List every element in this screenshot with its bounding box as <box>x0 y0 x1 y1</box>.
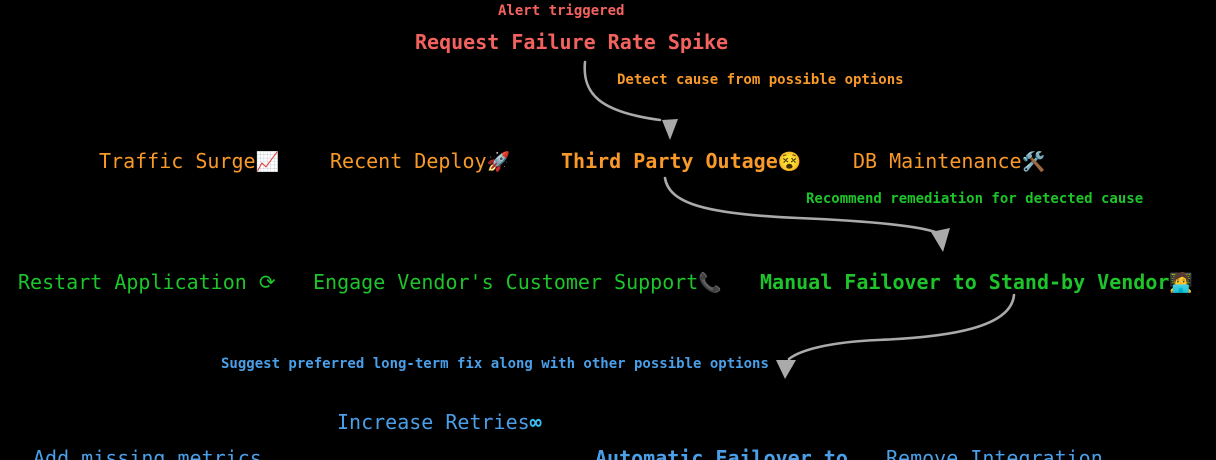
remediation-label: Engage Vendor's Customer Support <box>313 270 699 294</box>
cause-recent-deploy[interactable]: Recent Deploy🚀 <box>330 149 510 174</box>
cause-label: DB Maintenance <box>853 149 1022 173</box>
cause-db-maintenance[interactable]: DB Maintenance🛠️ <box>853 149 1045 174</box>
cause-label: Traffic Surge <box>99 149 256 173</box>
chart-increasing-icon: 📈 <box>255 151 280 173</box>
remediation-engage-vendor-support[interactable]: Engage Vendor's Customer Support📞 <box>313 270 722 295</box>
fix-line: Add missing metrics <box>33 446 262 460</box>
fix-remove-integration[interactable]: Remove Integration from Critical Path❌ <box>886 398 1126 460</box>
fix-add-missing-metrics[interactable]: Add missing metrics to capture failures📊 <box>33 398 285 460</box>
cause-third-party-outage-selected[interactable]: Third Party Outage😵 <box>561 149 801 174</box>
fix-line: Increase Retries <box>337 410 530 434</box>
arrow-alert-to-cause <box>583 60 662 122</box>
arrow-remediation-to-fix <box>787 293 1016 361</box>
edge-label-suggest-long-term-fix: Suggest preferred long-term fix along wi… <box>221 356 769 372</box>
fix-increase-retries[interactable]: Increase Retries∞ <box>337 410 542 434</box>
alert-title[interactable]: Request Failure Rate Spike <box>415 30 729 54</box>
alert-triggered-tag: Alert triggered <box>498 3 625 19</box>
remediation-restart-application[interactable]: Restart Application ⟳ <box>18 270 276 294</box>
remediation-label: Restart Application ⟳ <box>18 270 276 294</box>
fix-line: Remove Integration <box>886 446 1103 460</box>
dizzy-face-icon: 😵 <box>777 151 802 173</box>
edge-label-recommend-remediation: Recommend remediation for detected cause <box>806 191 1144 207</box>
remediation-manual-failover-selected[interactable]: Manual Failover to Stand-by Vendor🧑‍💻 <box>760 270 1193 295</box>
arrowhead-remediation-to-fix <box>776 360 796 379</box>
hammer-wrench-icon: 🛠️ <box>1021 151 1046 173</box>
infinity-icon: ∞ <box>529 410 542 434</box>
fix-line: Automatic Failover to <box>595 446 848 460</box>
rocket-icon: 🚀 <box>486 151 511 173</box>
technologist-icon: 🧑‍💻 <box>1169 272 1194 294</box>
cause-traffic-surge[interactable]: Traffic Surge📈 <box>99 149 279 174</box>
fix-automatic-failover-selected[interactable]: Automatic Failover to Stand-by Vendor🤖 <box>595 398 848 460</box>
arrowhead-alert-to-cause <box>662 119 678 140</box>
telephone-receiver-icon: 📞 <box>698 272 722 294</box>
arrowhead-cause-to-remediation <box>931 228 950 252</box>
edge-label-detect-cause: Detect cause from possible options <box>617 72 904 88</box>
cause-label: Recent Deploy <box>330 149 487 173</box>
cause-label: Third Party Outage <box>561 149 778 173</box>
remediation-label: Manual Failover to Stand-by Vendor <box>760 270 1170 294</box>
